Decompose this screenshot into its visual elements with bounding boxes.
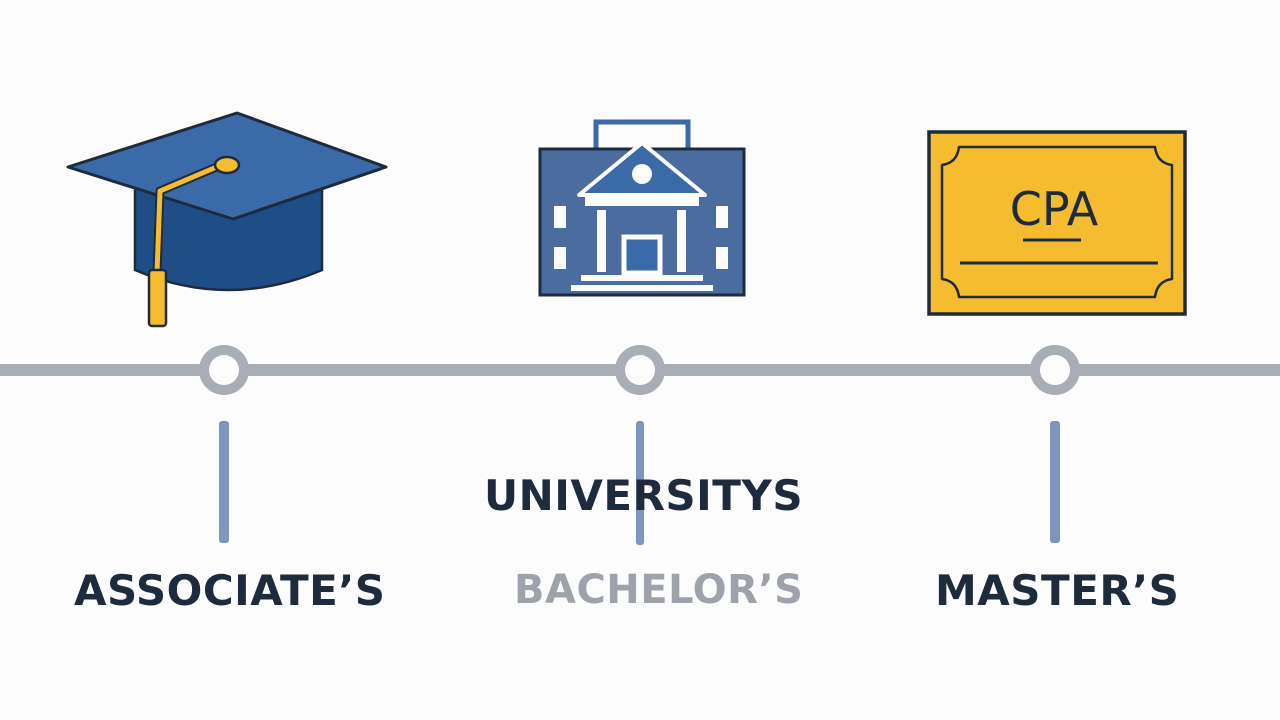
milestone-label-masters: MASTER’S: [935, 566, 1180, 615]
milestone-label-associates: ASSOCIATE’S: [74, 566, 386, 615]
certificate-icon: CPA: [927, 130, 1187, 316]
certificate-text: CPA: [1010, 182, 1099, 236]
stem-bachelor: [636, 421, 644, 545]
timeline-node-bachelor: [615, 345, 665, 395]
timeline-node-associate: [199, 345, 249, 395]
timeline-node-master: [1030, 345, 1080, 395]
timeline: [0, 345, 1280, 545]
stem-associate: [219, 421, 229, 543]
graduation-cap-icon: [66, 111, 388, 328]
stem-master: [1050, 421, 1060, 543]
universitys-label: UNIVERSITYS: [484, 471, 804, 520]
university-building-icon: [538, 119, 746, 297]
milestone-label-bachelors: BACHELOR’S: [514, 567, 804, 613]
